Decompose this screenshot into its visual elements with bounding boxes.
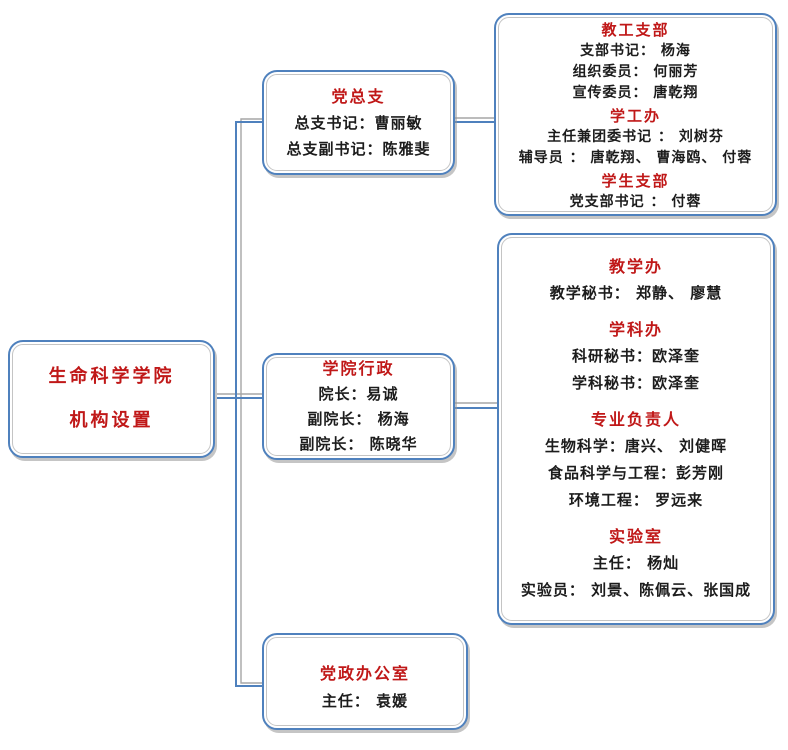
role-line: 宣传委员： 唐乾翔 bbox=[572, 84, 699, 101]
box-college-administration: 学院行政 院长：易诚 副院长： 杨海 副院长： 陈晓华 bbox=[262, 353, 455, 460]
root-box-college: 生命科学学院 机构设置 bbox=[8, 340, 215, 458]
role-line: 食品科学与工程：彭芳刚 bbox=[547, 464, 724, 482]
role-line: 总支副书记：陈雅斐 bbox=[286, 139, 431, 158]
role-line: 教学秘书： 郑静、 廖慧 bbox=[549, 284, 723, 302]
role-line: 辅导员 ： 唐乾翔、 曹海鸥、 付蓉 bbox=[518, 149, 753, 166]
section-title-staff-branch: 教工支部 bbox=[601, 20, 670, 39]
college-title: 生命科学学院 bbox=[48, 366, 175, 387]
role-line: 科研秘书：欧泽奎 bbox=[571, 347, 700, 365]
box-title: 学院行政 bbox=[322, 359, 395, 378]
box-party-government-office: 党政办公室 主任： 袁媛 bbox=[262, 633, 468, 730]
section-title-student-affairs-office: 学工办 bbox=[609, 106, 661, 125]
role-line: 支部书记： 杨海 bbox=[580, 42, 691, 59]
box-title: 党总支 bbox=[331, 86, 386, 106]
role-line: 院长：易诚 bbox=[318, 385, 399, 403]
role-line: 总支书记：曹丽敏 bbox=[294, 113, 423, 132]
role-line: 主任兼团委书记 ： 刘树芬 bbox=[547, 128, 724, 145]
section-title-discipline-office: 学科办 bbox=[608, 320, 663, 339]
box-right-top-group: 教工支部 支部书记： 杨海 组织委员： 何丽芳 宣传委员： 唐乾翔 学工办 主任… bbox=[494, 13, 777, 216]
role-line: 党支部书记 ： 付蓉 bbox=[569, 193, 702, 210]
box-party-general-branch: 党总支 总支书记：曹丽敏 总支副书记：陈雅斐 bbox=[262, 70, 455, 175]
role-line: 实验员： 刘景、陈佩云、张国成 bbox=[520, 581, 752, 599]
role-line: 组织委员： 何丽芳 bbox=[572, 63, 699, 80]
role-line: 副院长： 陈晓华 bbox=[299, 435, 418, 453]
section-title-teaching-office: 教学办 bbox=[608, 257, 663, 276]
box-right-bottom-group: 教学办 教学秘书： 郑静、 廖慧 学科办 科研秘书：欧泽奎 学科秘书：欧泽奎 专… bbox=[497, 233, 775, 625]
box-title: 党政办公室 bbox=[319, 664, 410, 683]
role-line: 副院长： 杨海 bbox=[307, 410, 410, 428]
role-line: 生物科学：唐兴、 刘健晖 bbox=[544, 437, 728, 455]
connector-trunk bbox=[235, 121, 262, 687]
section-title-student-branch: 学生支部 bbox=[601, 171, 670, 190]
section-title-program-leaders: 专业负责人 bbox=[590, 410, 681, 429]
college-subtitle: 机构设置 bbox=[69, 410, 154, 431]
role-line: 学科秘书：欧泽奎 bbox=[571, 374, 700, 392]
connector-trunk-shadow bbox=[240, 118, 262, 684]
role-line: 主任： 杨灿 bbox=[592, 554, 680, 572]
role-line: 主任： 袁媛 bbox=[321, 692, 409, 710]
section-title-laboratory: 实验室 bbox=[608, 527, 663, 546]
role-line: 环境工程： 罗远来 bbox=[568, 491, 704, 509]
